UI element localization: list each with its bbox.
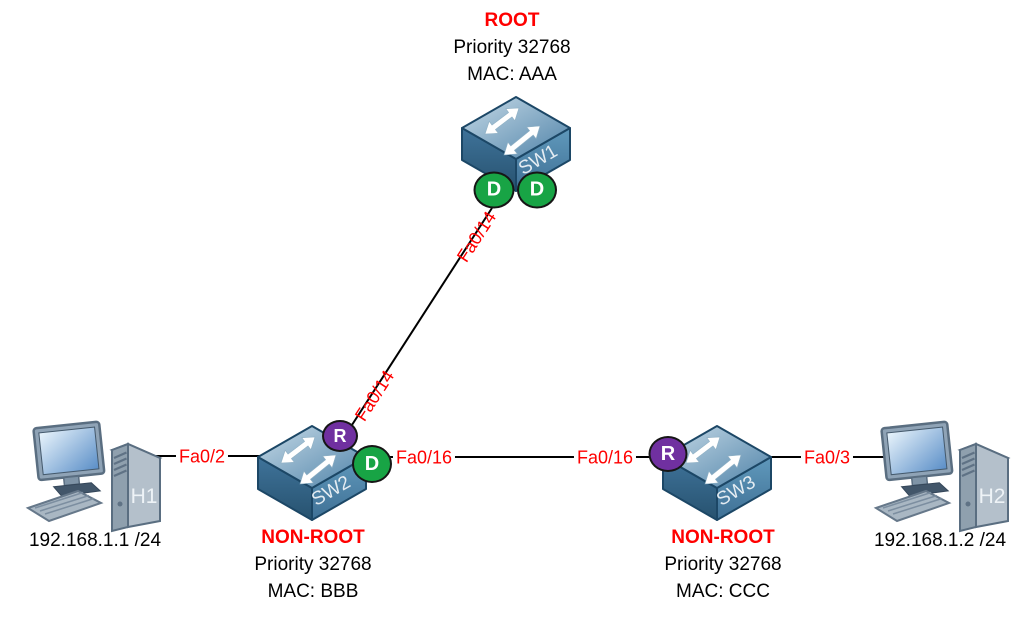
priority-label: Priority 32768 (664, 554, 782, 575)
link-sw1-sw2 (349, 207, 493, 429)
switch-arrows-icon (503, 125, 541, 156)
stp-role-label: ROOT (484, 10, 540, 31)
switch-arrows-icon (299, 454, 337, 485)
switch-arrows-icon (685, 436, 721, 464)
switch-arrows-icon (704, 454, 742, 485)
mac-label: MAC: BBB (267, 581, 359, 602)
ip-label-h1: 192.168.1.1 /24 (28, 530, 162, 551)
port-label-sw2-fa0-16: Fa0/16 (392, 447, 456, 469)
stp-role-label: NON-ROOT (671, 527, 775, 548)
computer-icon-h2: H2 (873, 420, 1011, 533)
priority-label: Priority 32768 (254, 554, 372, 575)
stp-root-badge-sw2: R (322, 420, 358, 452)
switch-arrows-icon (484, 107, 520, 135)
ip-label-h2: 192.168.1.2 /24 (873, 530, 1007, 551)
keyboard-keys (39, 494, 90, 512)
priority-label: Priority 32768 (453, 37, 571, 58)
port-label-sw3-fa0-3: Fa0/3 (800, 447, 854, 469)
keyboard-keys (887, 494, 938, 512)
stp-root-badge-sw3: R (648, 436, 688, 472)
port-label-sw2-fa0-2: Fa0/2 (175, 446, 229, 468)
mac-label: MAC: AAA (467, 64, 557, 85)
stp-designated-badge-sw1-left: D (473, 171, 515, 209)
keyboard-keys (882, 491, 932, 509)
caption-sw1: ROOT Priority 32768 MAC: AAA (453, 7, 570, 88)
switch-top-face (461, 96, 571, 160)
keyboard-keys (34, 491, 84, 509)
port-label-sw3-fa0-16: Fa0/16 (573, 447, 637, 469)
mac-label: MAC: CCC (676, 581, 770, 602)
tower-icon: H2 (957, 442, 1011, 533)
computer-icon-h1: H1 (25, 420, 163, 533)
stp-designated-badge-sw1-right: D (517, 171, 557, 209)
host-name-label: H1 (131, 485, 158, 508)
stp-role-label: NON-ROOT (261, 527, 365, 548)
tower-icon: H1 (109, 442, 163, 533)
monitor-icon (880, 420, 954, 497)
keyboard-keys (892, 497, 943, 515)
caption-sw3: NON-ROOT Priority 32768 MAC: CCC (664, 524, 781, 605)
caption-sw2: NON-ROOT Priority 32768 MAC: BBB (254, 524, 371, 605)
monitor-icon (32, 420, 106, 497)
switch-arrows-icon (280, 436, 316, 464)
keyboard-keys (44, 497, 95, 515)
stp-designated-badge-sw2: D (352, 445, 392, 483)
switch-icon-sw2: SW2 (257, 425, 367, 521)
switch-icon-sw1: SW1 (461, 96, 571, 192)
host-name-label: H2 (979, 485, 1006, 508)
